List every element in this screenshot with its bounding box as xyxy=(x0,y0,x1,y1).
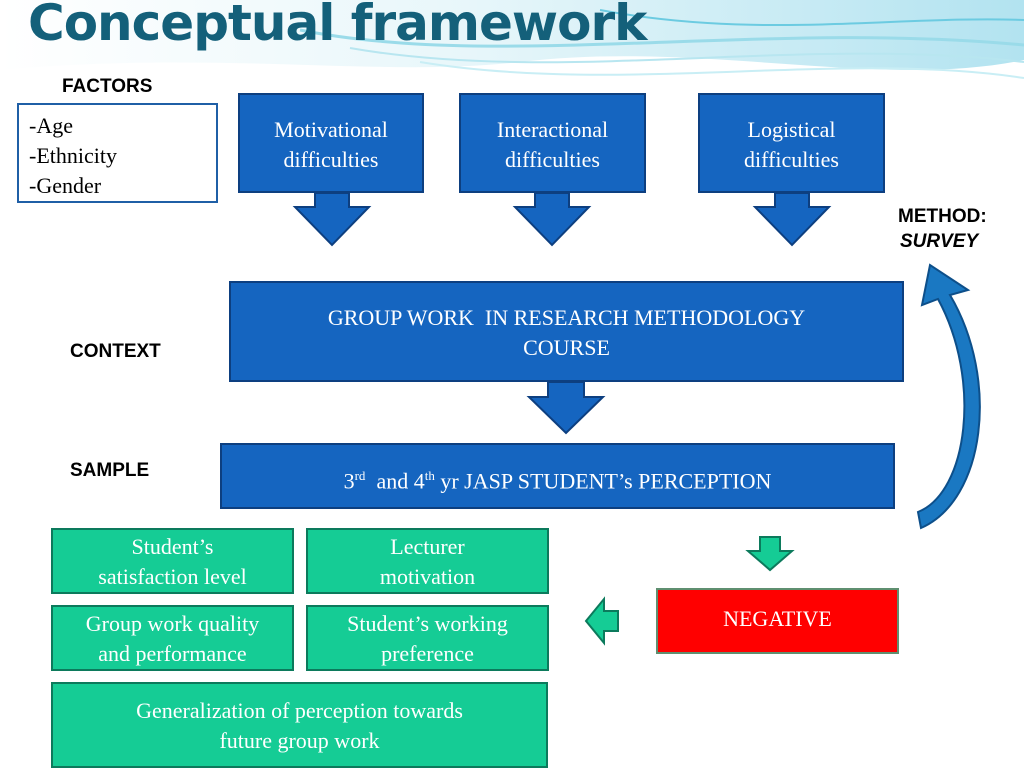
down-arrow-icon xyxy=(512,192,592,247)
method-value: SURVEY xyxy=(900,231,979,252)
sample-mid: and 4 xyxy=(376,468,425,494)
down-arrow-icon xyxy=(526,381,606,435)
outcome-lecturer-line1: Lecturer xyxy=(390,534,465,559)
outcome-quality-box: Group work quality and performance xyxy=(51,605,294,671)
down-arrow-icon xyxy=(292,192,372,247)
outcome-generalization-line2: future group work xyxy=(219,728,380,753)
factors-label: FACTORS xyxy=(62,76,153,97)
curved-arrow-icon xyxy=(916,263,981,530)
left-arrow-icon xyxy=(584,596,619,646)
outcome-satisfaction-box: Student’s satisfaction level xyxy=(51,528,294,594)
context-line2: COURSE xyxy=(523,335,610,360)
motivational-line1: Motivational xyxy=(274,117,388,142)
context-label: CONTEXT xyxy=(70,341,161,362)
motivational-line2: difficulties xyxy=(283,147,379,172)
outcome-preference-line2: preference xyxy=(381,641,474,666)
interactional-line1: Interactional xyxy=(496,117,609,142)
motivational-difficulties-box: Motivational difficulties xyxy=(238,93,424,193)
sample-box: 3rd and 4th yr JASP STUDENT’s PERCEPTION xyxy=(220,443,895,509)
method-label: METHOD: xyxy=(898,206,987,227)
sample-sup1: rd xyxy=(354,468,366,483)
sample-rest: yr JASP STUDENT’s PERCEPTION xyxy=(440,468,772,494)
sample-sup2: th xyxy=(424,468,435,483)
context-box: GROUP WORK IN RESEARCH METHODOLOGY COURS… xyxy=(229,281,904,382)
negative-result-label: NEGATIVE xyxy=(723,606,832,631)
outcome-satisfaction-line2: satisfaction level xyxy=(98,564,247,589)
header-wave-decoration xyxy=(0,0,1024,79)
factor-age: -Age xyxy=(29,113,73,138)
page-title: Conceptual framework xyxy=(28,0,647,52)
interactional-difficulties-box: Interactional difficulties xyxy=(459,93,646,193)
negative-result-box: NEGATIVE xyxy=(656,588,899,654)
logistical-difficulties-box: Logistical difficulties xyxy=(698,93,885,193)
outcome-satisfaction-line1: Student’s xyxy=(131,534,214,559)
sample-num1: 3 xyxy=(343,468,355,494)
outcome-quality-line1: Group work quality xyxy=(85,611,260,636)
outcome-preference-line1: Student’s working xyxy=(347,611,508,636)
logistical-line1: Logistical xyxy=(747,117,836,142)
outcome-lecturer-line2: motivation xyxy=(379,564,476,589)
factor-ethnicity: -Ethnicity xyxy=(29,143,117,168)
interactional-line2: difficulties xyxy=(505,147,600,172)
logistical-line2: difficulties xyxy=(744,147,839,172)
factor-gender: -Gender xyxy=(29,173,102,198)
down-arrow-icon xyxy=(752,192,832,247)
context-line1: GROUP WORK IN RESEARCH METHODOLOGY xyxy=(327,305,806,330)
outcome-generalization-box: Generalization of perception towards fut… xyxy=(51,682,548,768)
down-arrow-icon xyxy=(745,536,795,572)
outcome-generalization-line1: Generalization of perception towards xyxy=(136,698,463,723)
outcome-quality-line2: and performance xyxy=(98,641,247,666)
outcome-lecturer-box: Lecturer motivation xyxy=(306,528,549,594)
factors-box: -Age -Ethnicity -Gender xyxy=(17,103,218,203)
outcome-preference-box: Student’s working preference xyxy=(306,605,549,671)
sample-label: SAMPLE xyxy=(70,460,150,481)
